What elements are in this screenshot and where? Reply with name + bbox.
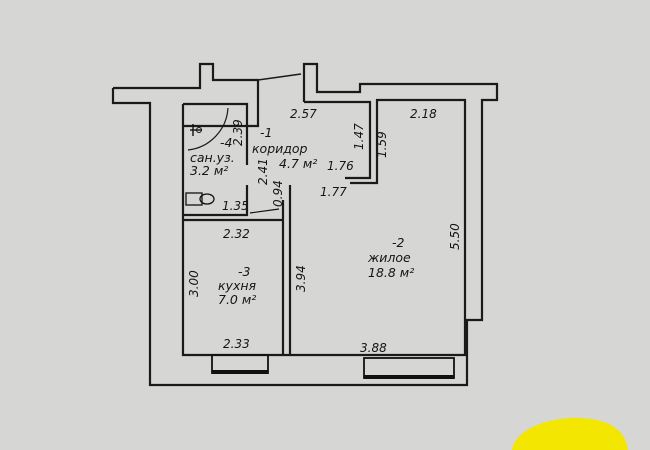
room-number-corridor: -1 [260, 125, 272, 140]
room-area-corridor: 4.7 м² [279, 156, 317, 171]
dim-kitchen-bottom: 2.33 [223, 337, 250, 351]
dim-kitchen-top: 2.32 [223, 227, 250, 241]
room-area-kitchen: 7.0 м² [218, 292, 256, 307]
dim-living-top: 2.18 [410, 107, 437, 121]
room-number-bath: -4 [220, 135, 233, 150]
room-number-kitchen: -3 [238, 264, 251, 279]
inner-wall [181, 98, 467, 357]
dim-corridor-notch-h: 1.76 [327, 159, 354, 173]
dim-living-right: 5.50 [448, 223, 462, 250]
yellow-highlight [512, 417, 628, 450]
room-name-bath: сан.уз. [190, 150, 235, 165]
dim-corridor-left: 2.41 [256, 158, 270, 185]
room-area-bath: 3.2 м² [190, 163, 228, 178]
dim-kitchen-left: 3.00 [187, 270, 201, 297]
dim-living-notch: 1.59 [375, 131, 389, 158]
living-window [363, 357, 455, 379]
corridor-door [249, 208, 280, 214]
entrance-door [257, 73, 302, 81]
dim-bath-bottom: 1.35 [222, 199, 249, 213]
bathroom-walls [183, 102, 283, 222]
room-area-living: 18.8 м² [368, 265, 414, 280]
dim-corridor-low: 1.77 [320, 185, 347, 199]
bath-door-arc [187, 107, 229, 151]
outer-wall [111, 62, 499, 387]
dim-living-left: 3.94 [294, 265, 308, 292]
dim-bath-right: 2.39 [231, 119, 245, 146]
sink-icon [190, 124, 202, 136]
dim-corridor-notch-v: 1.47 [352, 123, 366, 150]
room-number-living: -2 [392, 235, 405, 250]
dim-corridor-door: 0.94 [271, 180, 285, 207]
room-name-living: жилое [367, 250, 411, 265]
toilet-icon [185, 192, 215, 206]
kitchen-window [211, 354, 269, 374]
dim-corridor-top: 2.57 [290, 107, 317, 121]
room-name-corridor: коридор [252, 141, 308, 156]
dim-living-bottom: 3.88 [360, 341, 387, 355]
room-name-kitchen: кухня [218, 278, 257, 293]
